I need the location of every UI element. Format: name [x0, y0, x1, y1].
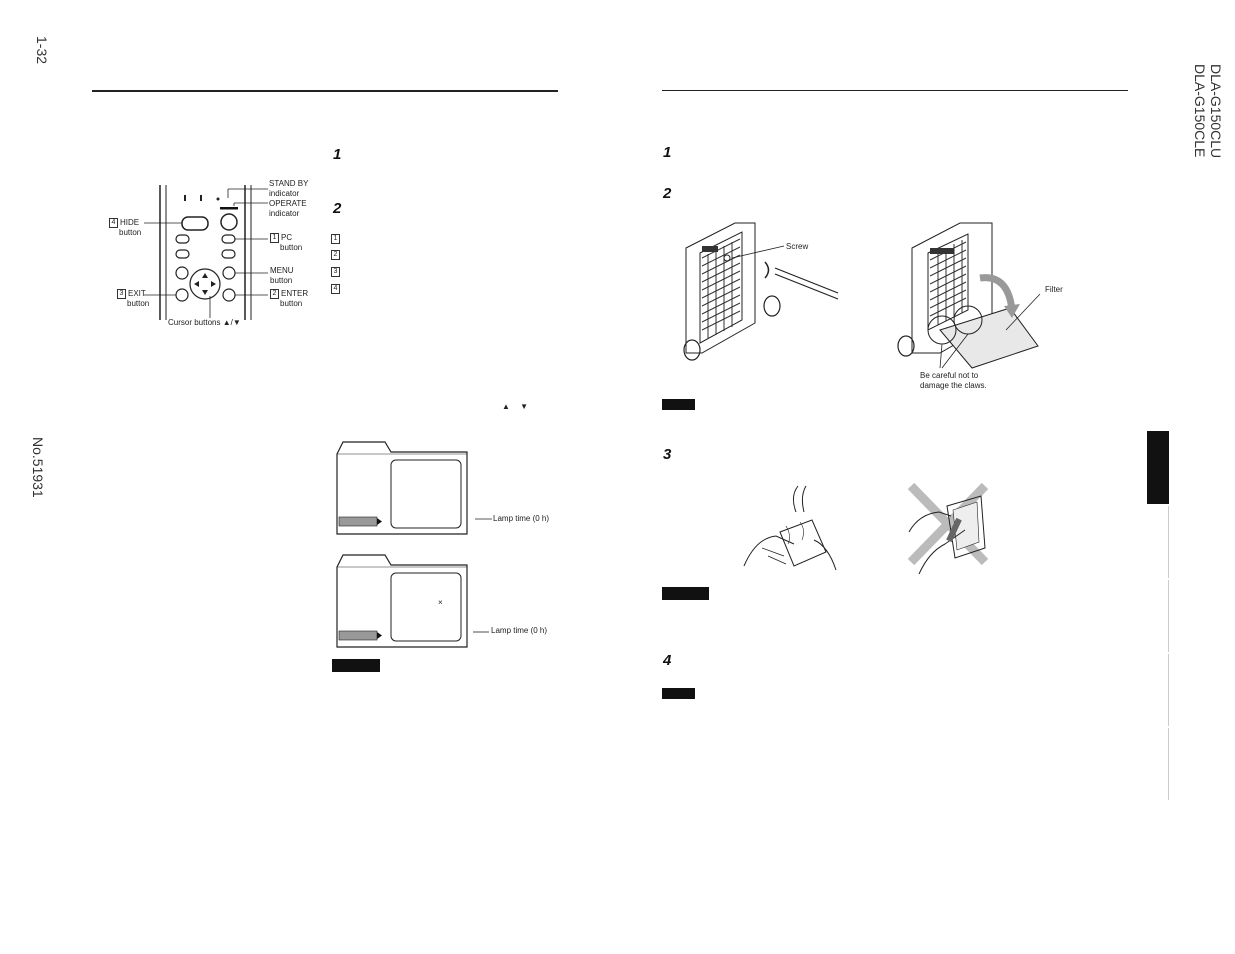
cursor-arrows-symbols: ▲ ▼	[502, 402, 529, 411]
projector-screw-illustration	[683, 222, 839, 361]
left-note-box	[332, 659, 380, 672]
list-item-3: 3	[331, 267, 342, 277]
list-item-4: 4	[331, 284, 342, 294]
model-name-1: DLA-G150CLU	[1208, 64, 1224, 159]
list-item-1: 1	[331, 234, 342, 244]
filter-label: Filter	[1045, 285, 1063, 294]
chapter-tab-divider-2	[1168, 580, 1169, 652]
menu-screen-2	[336, 554, 489, 648]
model-name-2: DLA-G150CLE	[1192, 64, 1208, 158]
right-note-box-2	[662, 688, 695, 699]
page-number: 1-32	[34, 36, 50, 65]
chapter-tab-active	[1147, 431, 1169, 504]
right-step-4: 4	[663, 652, 672, 669]
screen-2-mark: ×	[438, 598, 443, 607]
menu-screen-1	[336, 441, 492, 535]
lamp-time-label-2: Lamp time (0 h)	[491, 626, 548, 635]
remote-control-illustration	[144, 185, 268, 320]
right-step-3: 3	[663, 446, 672, 463]
left-header-rule	[92, 90, 558, 92]
chapter-tab-divider-4	[1168, 728, 1169, 800]
right-step-1: 1	[663, 144, 672, 161]
do-not-brush-illustration	[907, 482, 989, 575]
right-step-2: 2	[663, 185, 672, 202]
lamp-time-label-1: Lamp time (0 h)	[493, 514, 550, 523]
list-item-2: 2	[331, 250, 342, 260]
screw-label: Screw	[786, 242, 809, 251]
chapter-tab-divider-1	[1168, 506, 1169, 578]
left-step-1: 1	[333, 146, 342, 163]
document-number: No.51931	[30, 437, 46, 498]
filter-removal-illustration	[897, 222, 1041, 369]
right-note-box-1	[662, 399, 695, 410]
left-step-2: 2	[333, 200, 342, 217]
washing-filter-illustration	[743, 485, 837, 571]
chapter-tab-divider-3	[1168, 654, 1169, 726]
right-caution-box	[662, 587, 709, 600]
right-header-rule	[662, 90, 1128, 91]
cursor-buttons-label: Cursor buttons ▲/▼	[168, 318, 241, 327]
